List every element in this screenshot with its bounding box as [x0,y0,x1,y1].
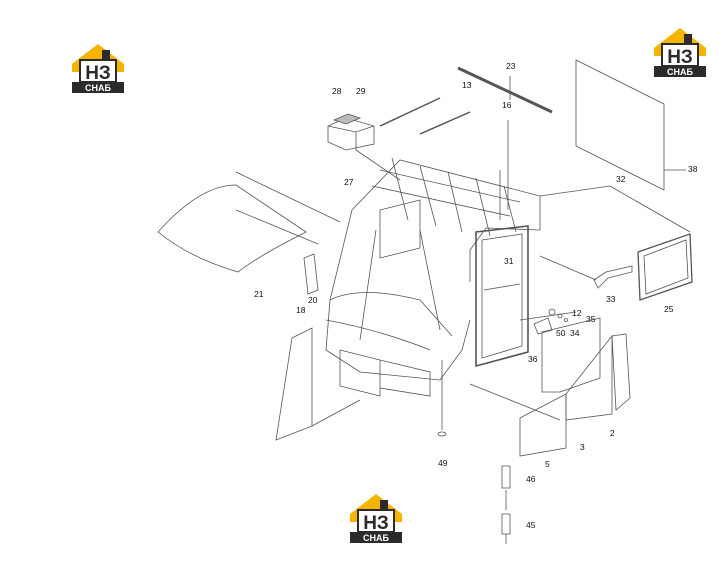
front-panel [339,349,381,397]
label-46: 46 [526,474,536,484]
brand-logo-top-left: НЗ СНАБ [72,42,130,94]
brand-logo-bottom: НЗ СНАБ [350,492,408,544]
label-32: 32 [616,174,626,184]
logo-mark: НЗ [363,513,389,534]
label-36: 36 [528,354,538,364]
label-18: 18 [296,305,306,315]
part-46 [501,465,511,489]
rear-glass [575,59,665,191]
label-45: 45 [526,520,536,530]
wiper-blade-upper [379,97,441,127]
logo-wordmark: СНАБ [85,83,111,93]
label-23: 23 [506,61,516,71]
windshield-glass [157,184,307,273]
front-dash [329,292,453,337]
label-2: 2 [610,428,615,438]
small-panel-20 [303,253,319,295]
label-50: 50 [556,328,566,338]
door-handle [593,265,633,289]
logo-mark: НЗ [85,63,111,84]
label-49: 49 [438,458,448,468]
fastener-12 [548,308,556,316]
side-glass-18 [275,327,313,441]
diagram-drawing [157,59,693,544]
side-panel-3 [565,334,613,421]
label-28: 28 [332,86,342,96]
label-34: 34 [570,328,580,338]
cab-frame-top [351,159,541,282]
side-glass-25 [637,233,693,301]
label-25: 25 [664,304,674,314]
part-labels: 21 20 18 28 29 27 13 23 16 31 38 32 33 2… [254,61,698,530]
label-33: 33 [606,294,616,304]
bolt-49 [437,431,447,437]
brand-logo-top-right: НЗ СНАБ [654,26,712,78]
label-3: 3 [580,442,585,452]
side-panel-2 [611,333,631,411]
label-21: 21 [254,289,264,299]
label-31: 31 [504,256,514,266]
bracket-50 [533,317,553,335]
label-38: 38 [688,164,698,174]
roof-rod [457,66,553,114]
label-20: 20 [308,295,318,305]
part-45 [501,513,511,535]
label-29: 29 [356,86,366,96]
logo-wordmark: СНАБ [363,533,389,543]
logo-wordmark: СНАБ [667,67,693,77]
logo-mark: НЗ [667,47,693,68]
label-13: 13 [462,80,472,90]
wiper-blade-lower [419,111,471,135]
side-glass-36 [541,317,601,393]
label-12: 12 [572,308,582,318]
side-panel-5 [519,393,567,457]
label-16: 16 [502,100,512,110]
wiper-motor-box [327,117,375,151]
cab-door [475,225,529,368]
label-27: 27 [344,177,354,187]
label-5: 5 [545,459,550,469]
label-35: 35 [586,314,596,324]
